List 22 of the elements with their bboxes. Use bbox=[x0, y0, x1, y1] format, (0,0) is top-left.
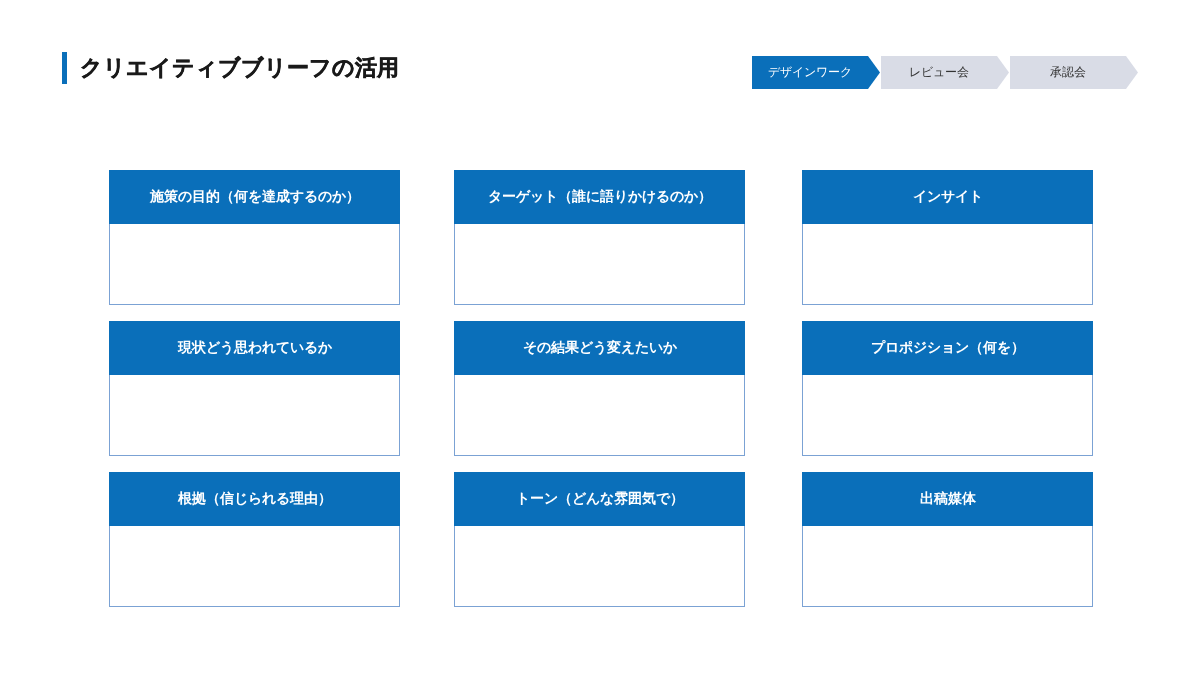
card bbox=[802, 321, 1093, 456]
card-header: トーン（どんな雰囲気で） bbox=[454, 472, 745, 526]
card bbox=[454, 472, 745, 607]
card-header: その結果どう変えたいか bbox=[454, 321, 745, 375]
card bbox=[109, 170, 400, 305]
title: クリエイティブブリーフの活用 bbox=[80, 54, 399, 82]
card bbox=[109, 321, 400, 456]
process-step: デザインワーク bbox=[752, 56, 880, 89]
card-header: 出稿媒体 bbox=[802, 472, 1093, 526]
process-step: 承認会 bbox=[1010, 56, 1138, 89]
card bbox=[454, 321, 745, 456]
card-header: インサイト bbox=[802, 170, 1093, 224]
card-header: 施策の目的（何を達成するのか） bbox=[109, 170, 400, 224]
card bbox=[454, 170, 745, 305]
card-header: 現状どう思われているか bbox=[109, 321, 400, 375]
card-header: ターゲット（誰に語りかけるのか） bbox=[454, 170, 745, 224]
card-header: 根拠（信じられる理由） bbox=[109, 472, 400, 526]
card bbox=[802, 170, 1093, 305]
card bbox=[109, 472, 400, 607]
card-header: プロポジション（何を） bbox=[802, 321, 1093, 375]
card bbox=[802, 472, 1093, 607]
process-step: レビュー会 bbox=[881, 56, 1009, 89]
